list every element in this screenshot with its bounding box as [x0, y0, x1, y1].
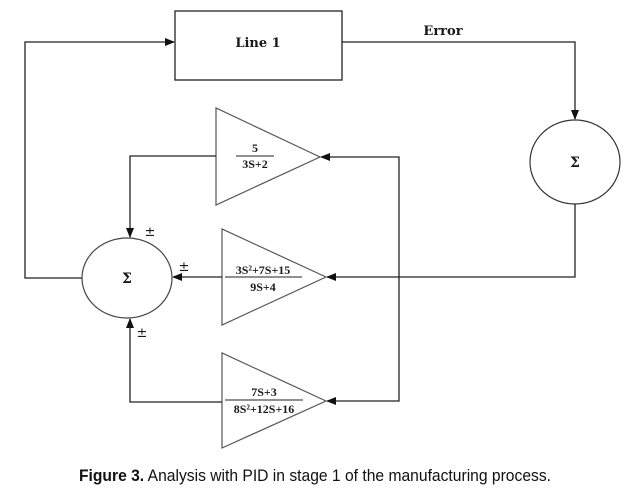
- plant-block-label: Line 1: [235, 36, 280, 51]
- pid-block-diagram: Line 1 Error Σ 5 3S+2 3S²+7S+15 9S+4 7S+…: [24, 10, 621, 449]
- control-signal-line: [24, 38, 175, 279]
- error-summing-junction: Σ: [529, 119, 621, 205]
- branch-to-tf1-line: [320, 153, 400, 277]
- tf1-numerator: 5: [252, 141, 258, 155]
- sign-bottom: ±: [137, 326, 148, 341]
- error-signal-line: [342, 41, 579, 120]
- plant-block-line-1: Line 1: [174, 10, 343, 81]
- branch-to-tf3-line: [326, 277, 400, 405]
- transfer-function-block-3: 7S+3 8S²+12S+16: [221, 352, 328, 449]
- caption-text: Analysis with PID in stage 1 of the manu…: [144, 466, 552, 485]
- tf2-numerator: 3S²+7S+15: [236, 263, 291, 277]
- figure-caption: Figure 3. Analysis with PID in stage 1 o…: [25, 466, 605, 486]
- sigma-symbol: Σ: [122, 271, 132, 287]
- tf1-to-sum-line: [126, 155, 216, 238]
- caption-label: Figure 3.: [78, 466, 145, 485]
- sum-to-tf2-line: [326, 204, 576, 281]
- controller-summing-junction: Σ: [81, 237, 173, 319]
- sign-right: ±: [179, 260, 190, 275]
- tf2-denominator: 9S+4: [250, 280, 276, 294]
- sign-top: ±: [145, 225, 156, 240]
- tf3-to-sum-line: [126, 318, 222, 403]
- tf3-denominator: 8S²+12S+16: [234, 402, 295, 416]
- transfer-function-block-1: 5 3S+2: [215, 107, 322, 206]
- error-label: Error: [423, 24, 462, 39]
- tf1-denominator: 3S+2: [242, 157, 268, 171]
- sigma-symbol: Σ: [570, 155, 580, 171]
- tf3-numerator: 7S+3: [251, 385, 277, 399]
- transfer-function-block-2: 3S²+7S+15 9S+4: [221, 228, 328, 326]
